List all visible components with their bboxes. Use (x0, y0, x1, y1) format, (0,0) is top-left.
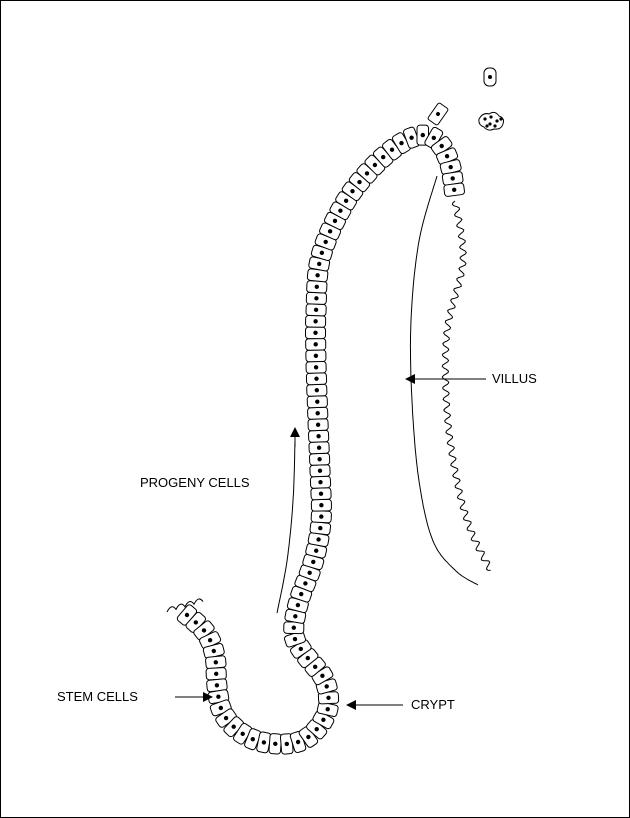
epithelial-cell (307, 384, 327, 396)
shed-cell-detaching (427, 102, 448, 125)
stem-cells-arrow (175, 692, 213, 702)
epithelial-cell (306, 373, 326, 385)
epithelial-cell (308, 430, 328, 442)
epithelial-cell (307, 396, 327, 408)
crypt-label: CRYPT (411, 698, 455, 712)
debris-outline (479, 112, 504, 130)
arrow-head (405, 374, 415, 384)
debris-fragment (485, 124, 488, 127)
progeny-arrow (290, 427, 300, 447)
epithelial-cell (269, 733, 282, 754)
debris-fragment (493, 124, 496, 127)
epithelial-cell (309, 453, 329, 465)
epithelial-cell (205, 656, 226, 669)
epithelial-cell (310, 521, 331, 535)
epithelial-cell (307, 281, 328, 293)
arrow-head (290, 427, 300, 437)
shed-cell (484, 68, 496, 86)
epithelial-cell (306, 361, 326, 373)
cell-nucleus (421, 133, 425, 137)
cell-nucleus (313, 331, 317, 335)
epithelial-cell (308, 419, 328, 431)
progeny-cells-label: PROGENY CELLS (140, 476, 250, 490)
epithelial-cell (306, 338, 326, 350)
epithelial-cell (306, 304, 326, 316)
debris-fragment (495, 119, 498, 122)
shed-cell-nucleus (488, 75, 492, 79)
debris-fragment (499, 117, 502, 120)
epithelial-cell (206, 668, 227, 680)
epithelial-cell (309, 442, 329, 454)
epithelial-cells (176, 125, 465, 754)
epithelial-cell (307, 407, 327, 419)
epithelial-cell (306, 292, 326, 304)
epithelial-cell (305, 327, 325, 339)
arrow-head (346, 700, 356, 710)
shed-cells (427, 68, 503, 130)
villus-label: VILLUS (492, 372, 537, 386)
epithelial-cell (310, 465, 330, 477)
stem-cells-label: STEM CELLS (57, 690, 138, 704)
epithelial-cell (444, 183, 465, 197)
debris-fragment (489, 115, 492, 118)
epithelial-cell (311, 499, 331, 511)
epithelial-cell (305, 315, 325, 327)
epithelial-cell (311, 488, 331, 500)
epithelial-cell (310, 476, 330, 488)
progeny-migration-line (277, 441, 295, 613)
debris-fragment (483, 117, 486, 120)
villus-core-line (410, 176, 478, 585)
debris-fragment (488, 122, 491, 125)
crypt-arrow (346, 700, 403, 710)
cell-debris (479, 112, 504, 130)
brush-border (442, 201, 491, 570)
villus-arrow (405, 374, 486, 384)
epithelial-cell (311, 510, 332, 522)
epithelial-cell (306, 350, 326, 362)
